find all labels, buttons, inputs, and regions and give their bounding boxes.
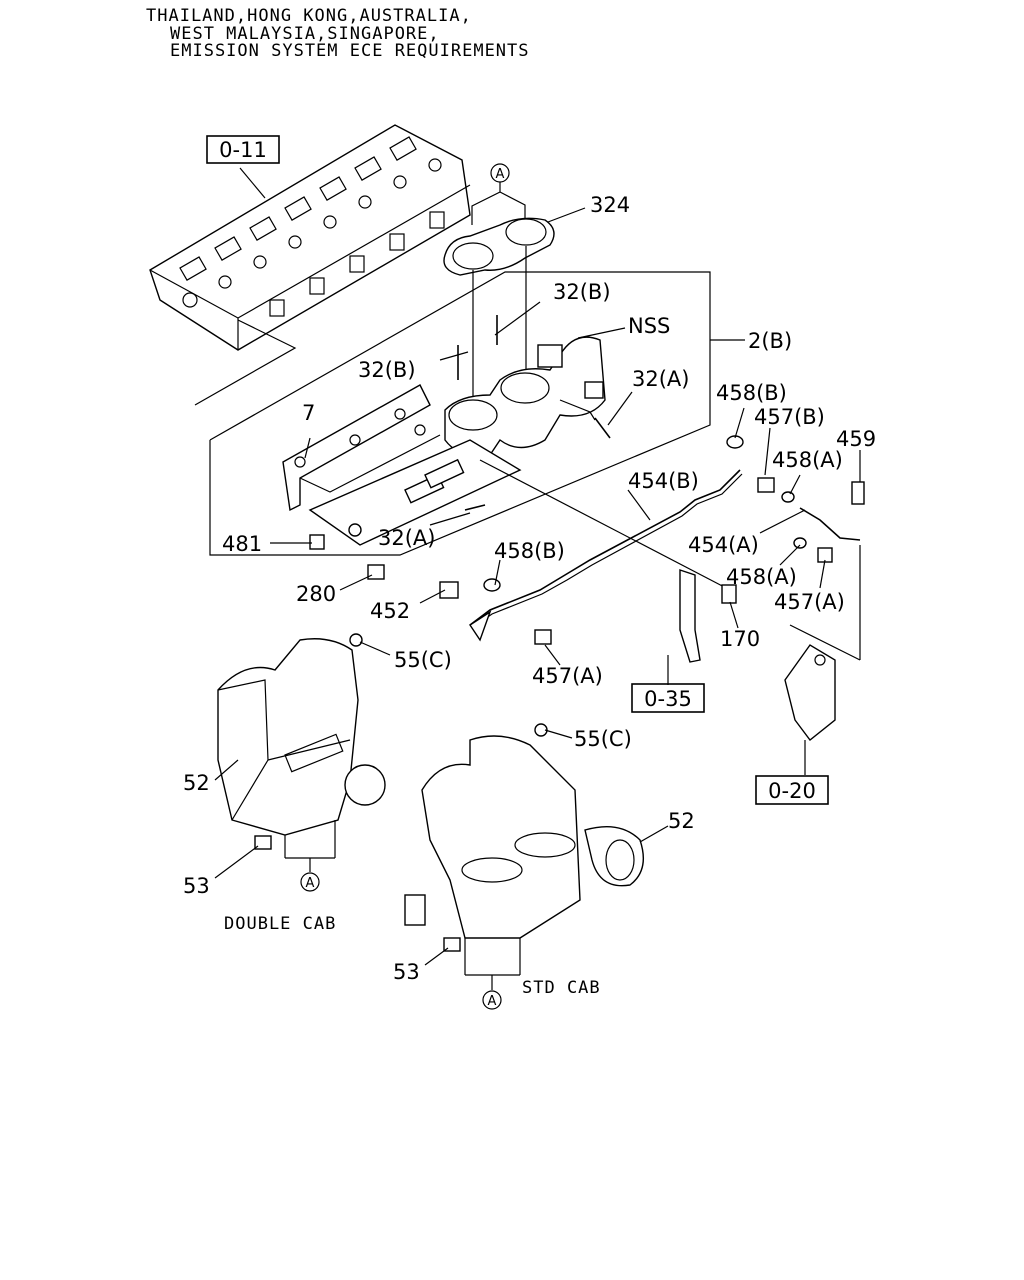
leader-lines [214, 207, 861, 966]
label-53-left[interactable]: 53 [183, 874, 210, 898]
label-457a-right[interactable]: 457(A) [774, 590, 845, 614]
label-454a[interactable]: 454(A) [688, 533, 759, 557]
label-458b-top[interactable]: 458(B) [716, 381, 787, 405]
marker-a-top: A [496, 167, 505, 182]
label-32b-left[interactable]: 32(B) [358, 358, 416, 382]
ref-0-20[interactable]: 0-20 [768, 779, 816, 803]
lower-manifold-drawing [308, 439, 522, 546]
bracket-0-20-drawing [784, 545, 861, 775]
label-53-bottom[interactable]: 53 [393, 960, 420, 984]
label-458b-mid[interactable]: 458(B) [494, 539, 565, 563]
label-452[interactable]: 452 [370, 599, 410, 623]
label-nss[interactable]: NSS [628, 314, 670, 338]
bracket-0-35-drawing [679, 569, 701, 663]
marker-a-top-leader [471, 182, 501, 225]
tubes-454-drawing [469, 459, 861, 642]
label-457b[interactable]: 457(B) [754, 405, 825, 429]
header-line-3: EMISSION SYSTEM ECE REQUIREMENTS [170, 41, 530, 61]
ref-box-0-11-frame [206, 135, 280, 164]
gasket-324-drawing [443, 217, 555, 420]
ref-box-0-35-frame [631, 683, 705, 713]
label-170[interactable]: 170 [720, 627, 760, 651]
marker-a-double-circle [300, 872, 320, 892]
label-7[interactable]: 7 [302, 401, 315, 425]
ref-box-0-20-frame [755, 775, 829, 805]
ref-0-11[interactable]: 0-11 [219, 138, 267, 162]
heat-shield-double-cab-drawing [217, 633, 386, 872]
manifold-gasket-7-drawing [282, 384, 441, 512]
header-line-1: THAILAND,HONG KONG,AUSTRALIA, [146, 6, 472, 26]
label-459[interactable]: 459 [836, 427, 876, 451]
label-52-left[interactable]: 52 [183, 771, 210, 795]
marker-a-std: A [488, 994, 497, 1009]
heat-shield-std-cab-drawing [404, 723, 644, 990]
marker-a-std-circle [482, 990, 502, 1010]
label-32a-right[interactable]: 32(A) [632, 367, 689, 391]
label-324[interactable]: 324 [590, 193, 630, 217]
cylinder-head-drawing [149, 124, 471, 406]
label-458a-top[interactable]: 458(A) [772, 448, 843, 472]
label-32b-top[interactable]: 32(B) [553, 280, 611, 304]
label-280[interactable]: 280 [296, 582, 336, 606]
label-2b[interactable]: 2(B) [748, 329, 792, 353]
caption-double-cab: DOUBLE CAB [224, 914, 336, 934]
label-55c-top[interactable]: 55(C) [394, 648, 452, 672]
label-457a-mid[interactable]: 457(A) [532, 664, 603, 688]
header-line-2: WEST MALAYSIA,SINGAPORE, [170, 24, 440, 44]
label-458a-mid[interactable]: 458(A) [726, 565, 797, 589]
label-55c-bottom[interactable]: 55(C) [574, 727, 632, 751]
ref-0-35[interactable]: 0-35 [644, 687, 692, 711]
label-481[interactable]: 481 [222, 532, 262, 556]
label-52-right[interactable]: 52 [668, 809, 695, 833]
manifold-group-frame [209, 271, 711, 556]
stud-bolts-drawing [429, 301, 633, 526]
exhaust-manifold-drawing [444, 336, 606, 457]
label-32a-mid[interactable]: 32(A) [378, 526, 435, 550]
caption-std-cab: STD CAB [522, 978, 601, 998]
label-454b[interactable]: 454(B) [628, 469, 699, 493]
marker-a-double: A [306, 876, 315, 891]
